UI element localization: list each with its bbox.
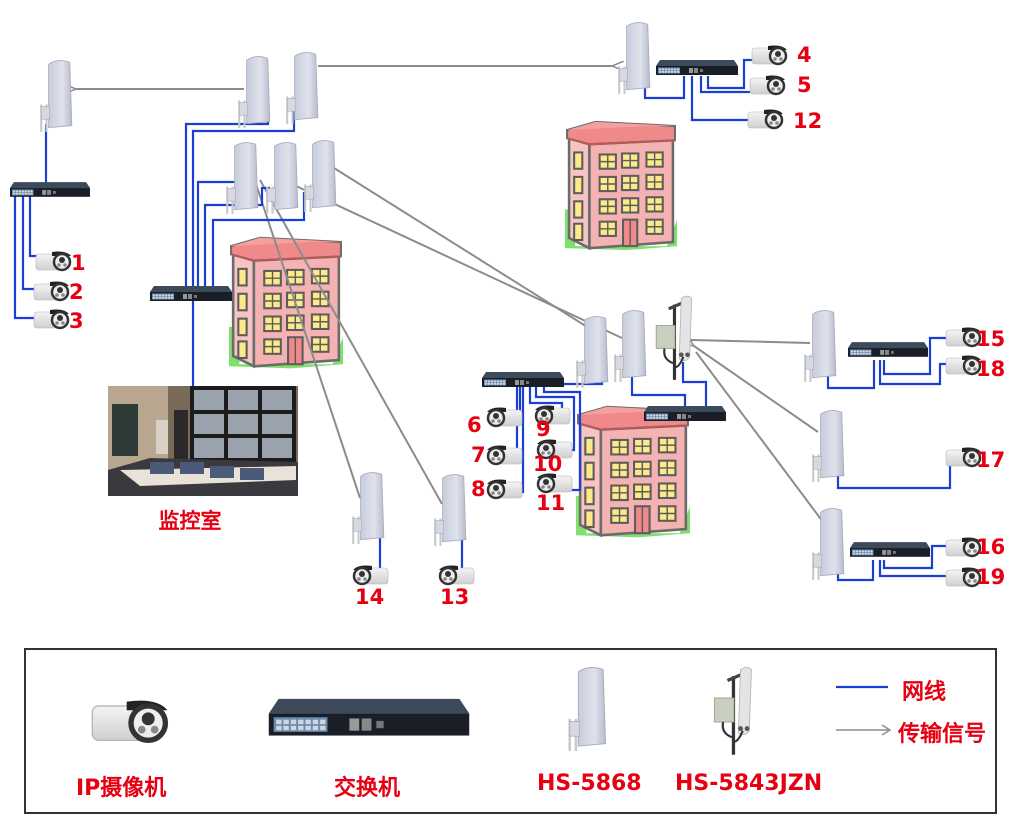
cpe-antenna-west (39, 60, 73, 133)
camera-label: 17 (976, 448, 1005, 472)
building-north (565, 120, 677, 252)
switch-east-2 (644, 406, 726, 421)
switch-east (482, 372, 564, 387)
cpe-antenna-14 (351, 472, 385, 545)
camera-label: 16 (976, 535, 1005, 559)
camera-label: 3 (69, 309, 84, 333)
control-room-image (108, 386, 298, 496)
camera-11 (535, 472, 574, 494)
cpe-antenna-north (617, 22, 651, 95)
camera-5 (748, 74, 787, 96)
signal-link-14-to-control (252, 172, 361, 499)
legend-graphics (92, 665, 892, 756)
cpe-antenna-control-1 (237, 56, 271, 129)
cpe-antenna-group-17 (811, 410, 845, 483)
cpe-antenna-13 (433, 474, 467, 547)
signal-link-13-to-control (259, 179, 443, 505)
camera-label: 14 (355, 585, 384, 609)
camera-label: 7 (471, 443, 486, 467)
cpe-antenna-group-15 (803, 310, 837, 383)
sector-antenna (654, 294, 694, 380)
switch-north (656, 60, 738, 75)
switch-group-16 (850, 542, 930, 557)
camera-label: 8 (471, 477, 486, 501)
cpe-antenna-control-4 (265, 142, 299, 215)
camera-label: 12 (793, 109, 822, 133)
cpe-antennas (39, 22, 845, 581)
camera-6 (485, 406, 524, 428)
camera-label: 18 (976, 357, 1005, 381)
signal-link-15-to-sector (692, 340, 811, 343)
cpe-antenna-control-3 (225, 142, 259, 215)
camera-label: 15 (976, 327, 1005, 351)
signal-link-east2-to-control (295, 185, 623, 339)
switch-control (150, 286, 232, 301)
legend-arrow-icon (881, 724, 892, 736)
cpe-antenna-east-2 (613, 310, 647, 383)
cpe-antenna-group-16 (811, 508, 845, 581)
camera-label: 9 (536, 417, 551, 441)
camera-13 (437, 564, 476, 586)
camera-12 (746, 108, 785, 130)
camera-14 (351, 564, 390, 586)
camera-8 (485, 478, 524, 500)
camera-label: 5 (797, 73, 812, 97)
camera-label: 6 (467, 413, 482, 437)
camera-label: 13 (440, 585, 469, 609)
camera-label: 2 (69, 280, 84, 304)
legend-cable-label: 网线 (902, 680, 947, 705)
camera-labels: 1 2 3 4 5 12 6 7 8 9 10 11 14 13 15 18 1… (69, 43, 1005, 609)
camera-label: 4 (797, 43, 812, 67)
signal-link-16-to-sector (695, 351, 827, 527)
network-cables (13, 58, 952, 582)
camera-label: 19 (976, 565, 1005, 589)
switch-west (10, 182, 90, 197)
cameras (32, 44, 983, 588)
building-control (229, 236, 343, 370)
camera-label: 1 (71, 251, 86, 275)
camera-label: 10 (533, 452, 562, 476)
camera-1 (34, 250, 73, 272)
camera-3 (32, 308, 71, 330)
camera-7 (485, 444, 524, 466)
legend-camera-label: IP摄像机 (76, 776, 167, 801)
wireless-signal-links (76, 66, 827, 527)
control-room-label: 监控室 (159, 509, 222, 533)
camera-label: 11 (536, 491, 565, 515)
legend-signal-label: 传输信号 (898, 722, 987, 747)
legend-box (24, 648, 997, 814)
legend-sector-label: HS-5843JZN (675, 771, 823, 796)
signal-link-17-to-sector (694, 346, 819, 433)
legend-cpe-label: HS-5868 (537, 771, 642, 796)
camera-2 (32, 280, 71, 302)
building-east (576, 405, 690, 540)
cpe-antenna-control-2 (285, 52, 319, 125)
switch-group-15 (848, 342, 928, 357)
camera-4 (750, 44, 789, 66)
cpe-antenna-east-1 (575, 316, 609, 389)
legend-switch-label: 交换机 (334, 776, 401, 801)
cpe-antenna-control-5 (303, 140, 337, 213)
